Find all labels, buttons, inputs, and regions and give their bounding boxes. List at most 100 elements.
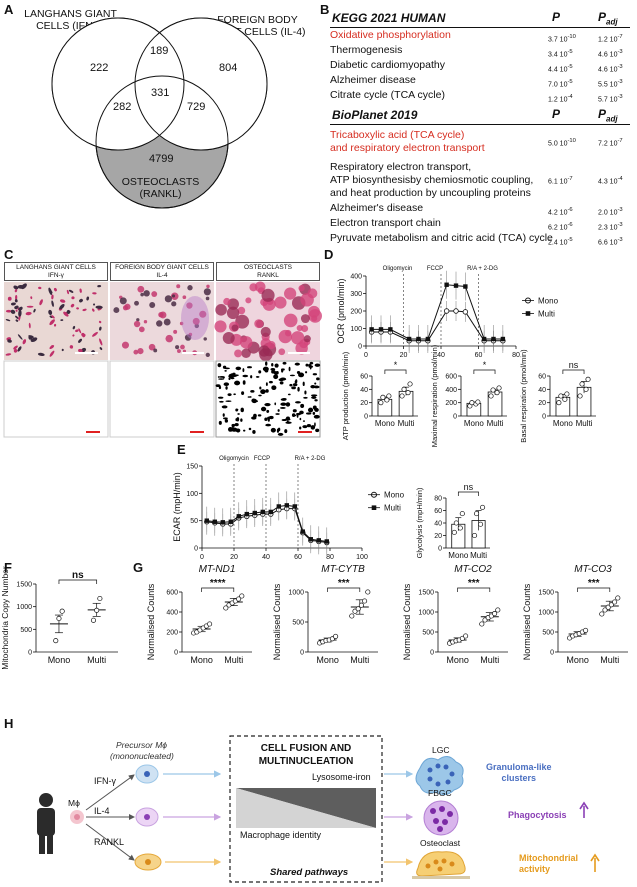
p-mant: 6.2 10 bbox=[548, 224, 568, 232]
point-multi bbox=[252, 510, 257, 516]
padj-p2: P bbox=[598, 107, 607, 121]
padj-mant: 1.2 10 bbox=[598, 36, 618, 44]
y-tick-label: 600 bbox=[166, 590, 178, 597]
padj-sub2: adj bbox=[606, 114, 618, 124]
data-point bbox=[474, 511, 480, 517]
y-tick-label: 60 bbox=[434, 508, 442, 515]
significance-bracket bbox=[327, 587, 361, 592]
padj-sub: adj bbox=[606, 17, 618, 27]
point-multi bbox=[236, 514, 241, 519]
gene-title: MT-CYTB bbox=[321, 564, 365, 575]
significance-label: ns bbox=[72, 570, 84, 581]
significance-bracket bbox=[58, 579, 98, 584]
y-axis-label: ATP production (pmol/min) bbox=[341, 351, 350, 440]
p-exp: -5 bbox=[567, 237, 573, 243]
y-axis-label: Maximal respiration (pmol/min) bbox=[430, 344, 439, 447]
y-tick-label: 500 bbox=[422, 630, 434, 637]
data-point bbox=[478, 521, 484, 527]
legend-label-multi: Multi bbox=[538, 310, 555, 319]
p-value: 7.0 10-5 bbox=[548, 75, 573, 92]
point-multi bbox=[463, 284, 468, 289]
panel-label-b: B bbox=[320, 2, 330, 17]
y-axis-label: Normalised Counts bbox=[272, 583, 282, 660]
pathway-name-line: ATP biosynthesisby chemiosmotic coupling… bbox=[330, 174, 534, 186]
venn-lgc-line1: LANGHANS GIANT bbox=[24, 8, 117, 20]
data-point bbox=[562, 396, 568, 402]
y-tick-label: 400 bbox=[445, 387, 457, 394]
point-multi bbox=[444, 282, 449, 287]
venn-fbgc-outline bbox=[134, 17, 268, 151]
x-tick-label: 60 bbox=[475, 352, 483, 359]
panel-label-c: C bbox=[4, 247, 14, 262]
y-axis-label: Glycolysis (mpH/min) bbox=[415, 487, 424, 558]
data-point bbox=[612, 599, 618, 605]
precursor-nucleus-purple bbox=[144, 814, 150, 820]
significance-label: **** bbox=[210, 578, 226, 589]
x-tick-label: Multi bbox=[224, 655, 243, 665]
x-tick-label: Mono bbox=[190, 655, 213, 665]
venn-count-oc: 4799 bbox=[149, 153, 174, 165]
data-point bbox=[386, 393, 392, 399]
data-point bbox=[90, 617, 97, 623]
legend-label-multi: Multi bbox=[384, 504, 401, 513]
y-axis-label: Basal respiration (pmol/min) bbox=[519, 349, 528, 443]
venn-count-all: 331 bbox=[151, 87, 170, 99]
osteoclast-label: Osteoclast bbox=[420, 838, 461, 848]
point-multi bbox=[204, 518, 209, 523]
padj-value: 2.3 10-3 bbox=[598, 218, 623, 235]
y-tick-label: 60 bbox=[360, 374, 368, 381]
padj-mant: 5.5 10 bbox=[598, 81, 618, 89]
series-line-mono bbox=[206, 508, 327, 544]
x-tick-label: 0 bbox=[200, 554, 204, 561]
venn-fbgc-line1: FOREIGN BODY bbox=[217, 14, 298, 26]
y-tick-label: 60 bbox=[538, 374, 546, 381]
oc-cells bbox=[214, 281, 322, 362]
point-multi bbox=[316, 538, 321, 543]
p-value: 5.0 10-10 bbox=[548, 135, 576, 150]
y-tick-label: 80 bbox=[434, 496, 442, 503]
padj-exp: -3 bbox=[617, 207, 623, 213]
fbgc-label: FBGC bbox=[428, 788, 452, 798]
outcome-granuloma: Granuloma-like clusters bbox=[486, 762, 552, 784]
x-tick-label: 0 bbox=[364, 352, 368, 359]
x-tick-label: Multi bbox=[398, 419, 415, 428]
data-point bbox=[495, 607, 501, 613]
data-point bbox=[492, 611, 498, 617]
padj-value: 6.6 10-3 bbox=[598, 233, 623, 250]
data-point bbox=[451, 529, 457, 535]
p-value: 6.2 10-6 bbox=[548, 218, 573, 235]
bone-surface bbox=[412, 876, 470, 879]
x-tick-label: Mono bbox=[566, 655, 589, 665]
significance-bracket bbox=[457, 587, 491, 592]
padj-exp: -4 bbox=[617, 176, 623, 182]
data-point bbox=[378, 400, 384, 406]
c-bar-lgc-l2: IFN-γ bbox=[48, 272, 64, 279]
y-tick-label: 0 bbox=[364, 414, 368, 421]
panel-label-f: F bbox=[4, 560, 12, 575]
y-tick-label: 400 bbox=[350, 274, 362, 281]
y-tick-label: 20 bbox=[434, 533, 442, 540]
kegg-p-header: P bbox=[552, 10, 561, 24]
y-tick-label: 1000 bbox=[16, 604, 32, 611]
data-point bbox=[479, 621, 485, 627]
data-point bbox=[207, 621, 213, 627]
data-point bbox=[223, 605, 229, 611]
padj-mant: 4.3 10 bbox=[598, 178, 618, 186]
y-axis-label: Normalised Counts bbox=[522, 583, 532, 660]
x-tick-label: Mono bbox=[375, 419, 396, 428]
fusion-box-title: CELL FUSION AND MULTINUCLEATION bbox=[232, 742, 380, 768]
padj-exp: -3 bbox=[617, 64, 623, 70]
venn-count-lgc-oc: 282 bbox=[113, 101, 132, 113]
point-multi bbox=[300, 529, 305, 534]
significance-label: * bbox=[394, 360, 398, 370]
padj-value: 5.7 10-3 bbox=[598, 90, 623, 107]
threshold-fbgc bbox=[109, 360, 215, 438]
